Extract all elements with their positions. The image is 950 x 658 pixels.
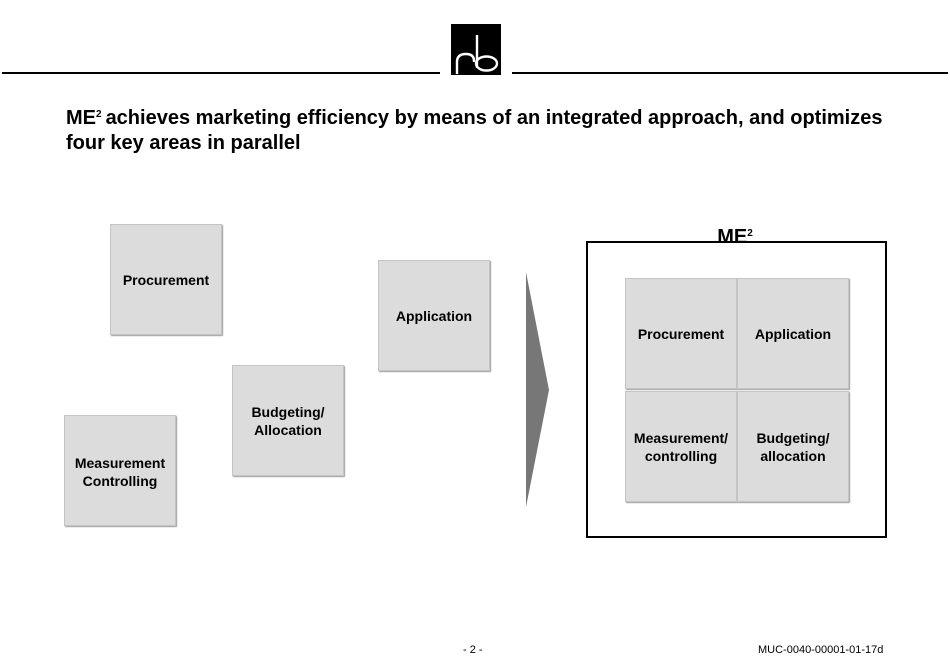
me2-budgeting-cell: Budgeting/ allocation [737, 391, 849, 502]
header-rule-left [2, 72, 440, 74]
me2-application-label: Application [754, 325, 832, 342]
rb-logo-icon [451, 24, 501, 75]
measurement-controlling-box: Measurement Controlling [64, 415, 176, 526]
document-code: MUC-0040-00001-01-17d [758, 644, 884, 656]
me2-measurement-cell: Measurement/ controlling [625, 391, 737, 502]
measurement-controlling-label: Measurement Controlling [74, 454, 166, 489]
me2-budgeting-label: Budgeting/ allocation [756, 429, 830, 464]
header-rule-right [512, 72, 948, 74]
procurement-box: Procurement [110, 224, 222, 335]
application-label: Application [395, 307, 473, 324]
application-box: Application [378, 260, 490, 371]
me2-procurement-cell: Procurement [625, 278, 737, 389]
budgeting-allocation-box: Budgeting/ Allocation [232, 365, 344, 476]
procurement-label: Procurement [122, 271, 210, 288]
me2-application-cell: Application [737, 278, 849, 389]
page-number: - 2 - [463, 644, 483, 656]
me2-frame [586, 241, 887, 538]
me2-procurement-label: Procurement [637, 325, 725, 342]
budgeting-allocation-label: Budgeting/ Allocation [251, 403, 325, 438]
me2-measurement-label: Measurement/ controlling [633, 429, 729, 464]
right-arrow-icon [526, 272, 549, 507]
